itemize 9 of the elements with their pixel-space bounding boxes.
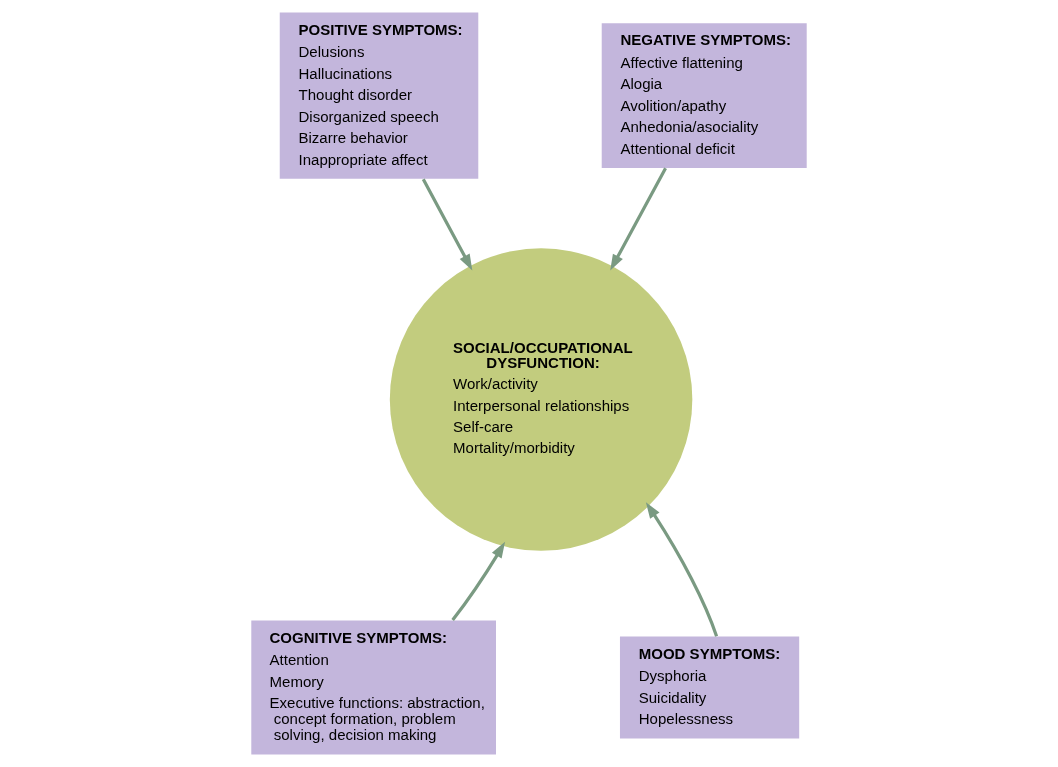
arrow <box>610 167 667 271</box>
node-box: NEGATIVE SYMPTOMS: Affective flattening Alogia Avolition/apathy Anhedonia/asociality Attentional deficit <box>601 23 807 169</box>
arrow <box>645 502 719 637</box>
node-box: POSITIVE SYMPTOMS: Delusions Hallucinations Thought disorder Disorganized speech Bizarre behavior Inappropriate affect <box>279 12 479 179</box>
node-circle: SOCIAL/OCCUPATIONAL DYSFUNCTION: Work/activity Interpersonal relationships Self-care Mortality/morbidity <box>389 248 693 551</box>
node-box: COGNITIVE SYMPTOMS: Attention Memory Executive functions: abstraction, concept formation, problem solving, decision making <box>251 620 496 755</box>
arrow <box>451 541 506 622</box>
node-box: MOOD SYMPTOMS: Dysphoria Suicidality Hopelessness <box>619 636 800 739</box>
arrow <box>421 178 473 271</box>
